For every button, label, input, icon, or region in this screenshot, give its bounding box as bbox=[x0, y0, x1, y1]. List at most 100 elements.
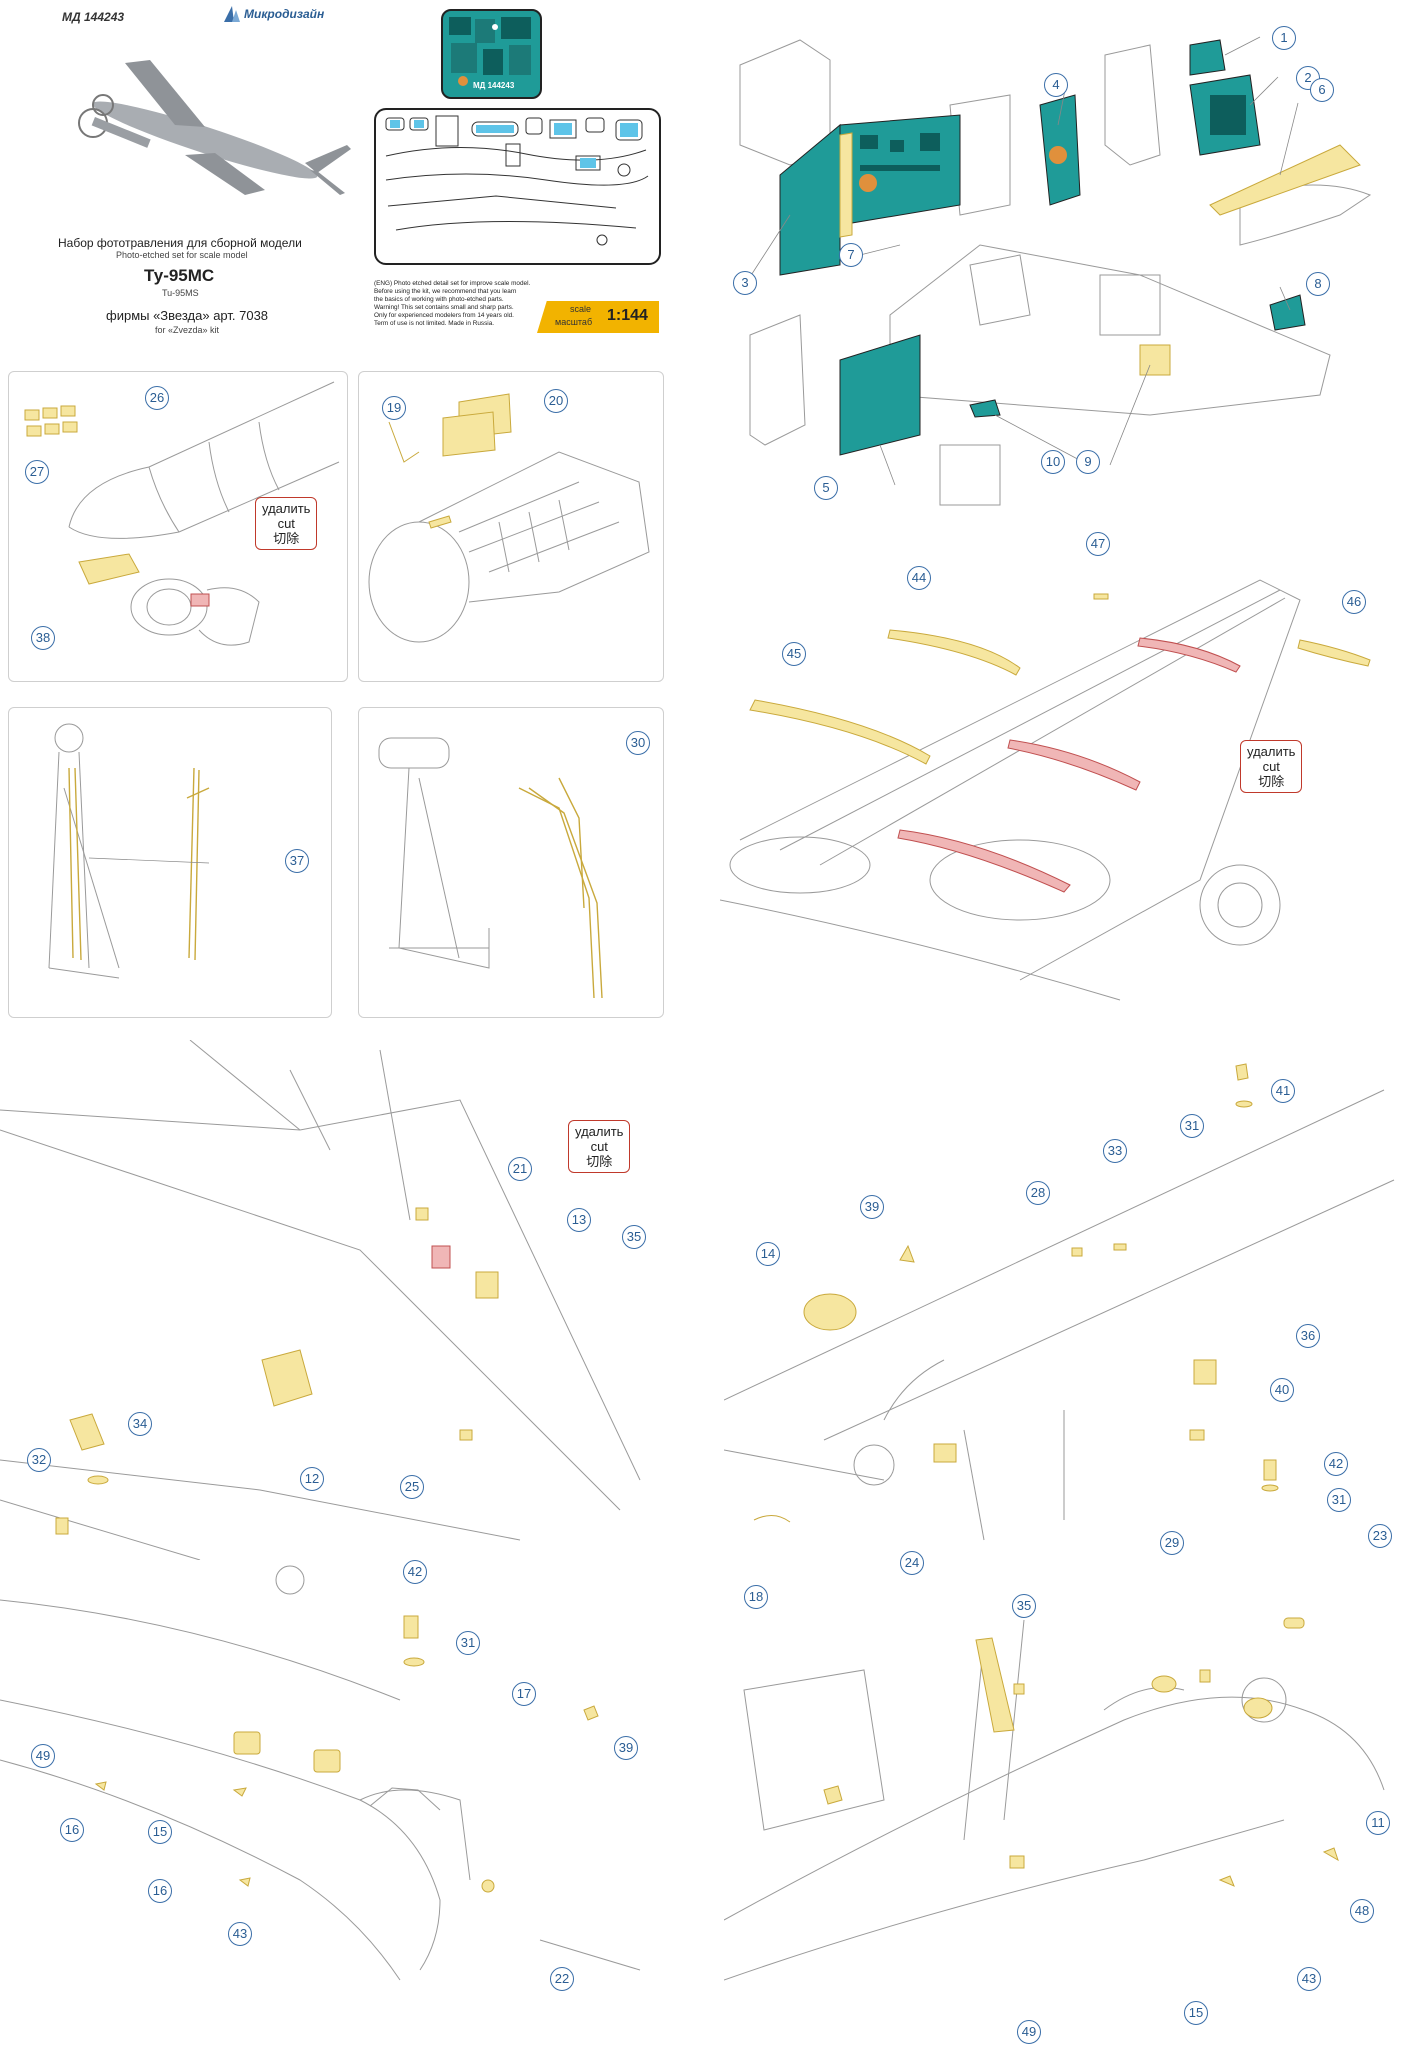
cut-cn: 切除 bbox=[1258, 774, 1285, 789]
title-en: Photo-etched set for scale model bbox=[116, 250, 248, 260]
color-fret: МД 144243 bbox=[441, 9, 542, 99]
callout-22: 22 bbox=[550, 1967, 574, 1991]
wing-drawing bbox=[720, 579, 1371, 1001]
cut-ru: удалить bbox=[262, 501, 311, 516]
cut-ru: удалить bbox=[1247, 744, 1296, 759]
callout-17: 17 bbox=[512, 1682, 536, 1706]
notice-line: Warning! This set contains small and sha… bbox=[374, 304, 514, 311]
callout-45: 45 bbox=[782, 642, 806, 666]
cut-en: cut bbox=[277, 516, 295, 531]
callout-31: 31 bbox=[1180, 1114, 1204, 1138]
callout-31: 31 bbox=[1327, 1488, 1351, 1512]
callout-29: 29 bbox=[1160, 1531, 1184, 1555]
brand-name: Микродизайн bbox=[244, 7, 325, 21]
tail-right-drawing bbox=[724, 1063, 1395, 1541]
callout-15: 15 bbox=[148, 1820, 172, 1844]
kit-ref: фирмы «Звезда» арт. 7038 bbox=[106, 308, 269, 323]
etch-fret bbox=[374, 108, 661, 265]
callout-4: 4 bbox=[1044, 73, 1068, 97]
callout-44: 44 bbox=[907, 566, 931, 590]
callout-1: 1 bbox=[1272, 26, 1296, 50]
scale-badge: scale масштаб 1:144 bbox=[537, 301, 659, 333]
callout-28: 28 bbox=[1026, 1181, 1050, 1205]
callout-14: 14 bbox=[756, 1242, 780, 1266]
cut-label: удалить cut 切除 bbox=[1240, 740, 1303, 793]
callout-32: 32 bbox=[27, 1448, 51, 1472]
callout-49: 49 bbox=[31, 1744, 55, 1768]
title-ru: Набор фототравления для сборной модели bbox=[58, 236, 302, 250]
notice-line: Before using the kit, we recommend that … bbox=[374, 288, 517, 295]
brand-logo-icon bbox=[224, 6, 240, 22]
scale-value: 1:144 bbox=[607, 307, 648, 324]
article-code: МД 144243 bbox=[62, 10, 125, 24]
callout-7: 7 bbox=[839, 243, 863, 267]
callout-37: 37 bbox=[285, 849, 309, 873]
callout-11: 11 bbox=[1366, 1811, 1390, 1835]
notice-line: the basics of working with photo-etched … bbox=[374, 296, 504, 303]
scale-label-en: scale bbox=[570, 304, 592, 314]
cut-cn: 切除 bbox=[586, 1154, 613, 1169]
callout-35: 35 bbox=[1012, 1594, 1036, 1618]
callout-10: 10 bbox=[1041, 450, 1065, 474]
callout-49: 49 bbox=[1017, 2020, 1041, 2044]
callout-47: 47 bbox=[1086, 532, 1110, 556]
nose-right-drawing bbox=[724, 1617, 1385, 1981]
callout-16: 16 bbox=[148, 1879, 172, 1903]
callout-35: 35 bbox=[622, 1225, 646, 1249]
callout-26: 26 bbox=[145, 386, 169, 410]
cut-en: cut bbox=[590, 1139, 608, 1154]
callout-27: 27 bbox=[25, 460, 49, 484]
cut-label: удалить cut 切除 bbox=[568, 1120, 631, 1173]
callout-40: 40 bbox=[1270, 1378, 1294, 1402]
callout-34: 34 bbox=[128, 1412, 152, 1436]
callout-38: 38 bbox=[31, 626, 55, 650]
cut-ru: удалить bbox=[575, 1124, 624, 1139]
callout-39: 39 bbox=[614, 1736, 638, 1760]
callout-43: 43 bbox=[228, 1922, 252, 1946]
kit-ref-en: for «Zvezda» kit bbox=[155, 325, 220, 335]
gear-left-panel bbox=[8, 707, 332, 1018]
callout-6: 6 bbox=[1310, 78, 1334, 102]
notice-text: (ENG) Photo etched detail set for improv… bbox=[374, 280, 574, 328]
cut-en: cut bbox=[1262, 759, 1280, 774]
callout-30: 30 bbox=[626, 731, 650, 755]
callout-36: 36 bbox=[1296, 1324, 1320, 1348]
callout-46: 46 bbox=[1342, 590, 1366, 614]
scale-label-ru: масштаб bbox=[555, 317, 593, 327]
callout-18: 18 bbox=[744, 1585, 768, 1609]
nose-left-drawing bbox=[0, 1565, 641, 1981]
cut-label: удалить cut 切除 bbox=[255, 497, 318, 550]
callout-41: 41 bbox=[1271, 1079, 1295, 1103]
cockpit-drawing bbox=[739, 36, 1372, 506]
callout-20: 20 bbox=[544, 389, 568, 413]
callout-42: 42 bbox=[403, 1560, 427, 1584]
callout-23: 23 bbox=[1368, 1524, 1392, 1548]
callout-9: 9 bbox=[1076, 450, 1100, 474]
callout-21: 21 bbox=[508, 1157, 532, 1181]
callout-15: 15 bbox=[1184, 2001, 1208, 2025]
notice-line: (ENG) Photo etched detail set for improv… bbox=[374, 280, 531, 287]
callout-33: 33 bbox=[1103, 1139, 1127, 1163]
callout-48: 48 bbox=[1350, 1899, 1374, 1923]
callout-3: 3 bbox=[733, 271, 757, 295]
notice-line: Term of use is not limited. Made in Russ… bbox=[374, 320, 495, 327]
callout-5: 5 bbox=[814, 476, 838, 500]
callout-39: 39 bbox=[860, 1195, 884, 1219]
callout-13: 13 bbox=[567, 1208, 591, 1232]
callout-8: 8 bbox=[1306, 272, 1330, 296]
callout-12: 12 bbox=[300, 1467, 324, 1491]
callout-16: 16 bbox=[60, 1818, 84, 1842]
cut-cn: 切除 bbox=[273, 531, 300, 546]
fret-label: МД 144243 bbox=[473, 81, 515, 90]
model-name: Ту-95МС bbox=[144, 266, 215, 285]
tail-left-drawing bbox=[0, 1040, 641, 1560]
callout-31: 31 bbox=[456, 1631, 480, 1655]
bay-detail-panel bbox=[358, 371, 664, 682]
callout-43: 43 bbox=[1297, 1967, 1321, 1991]
callout-42: 42 bbox=[1324, 1452, 1348, 1476]
aircraft-photo bbox=[78, 60, 351, 195]
gear-right-panel bbox=[358, 707, 664, 1018]
brand-logo: Микродизайн bbox=[222, 4, 324, 24]
callout-19: 19 bbox=[382, 396, 406, 420]
callout-24: 24 bbox=[900, 1551, 924, 1575]
